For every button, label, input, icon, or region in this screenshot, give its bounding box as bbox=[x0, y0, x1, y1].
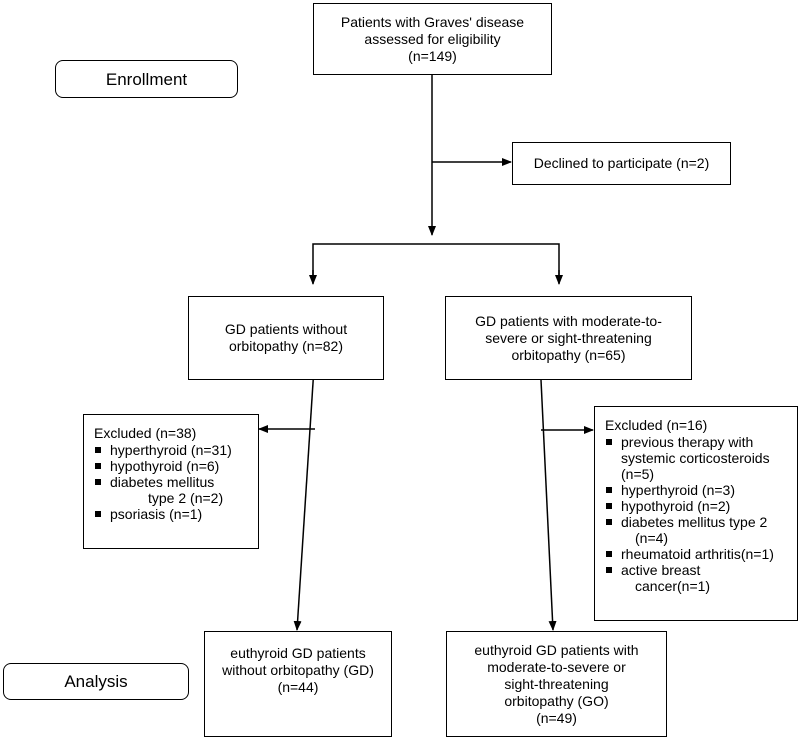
list-item-text: hyperthyroid (n=31) bbox=[110, 442, 232, 458]
analysis-stage-label: Analysis bbox=[3, 663, 189, 700]
analysis-gd-line: euthyroid GD patients bbox=[230, 645, 366, 661]
list-item-text: hypothyroid (n=6) bbox=[110, 458, 220, 474]
list-item: previous therapy with systemic corticost… bbox=[605, 434, 797, 482]
enrollment-label-text: Enrollment bbox=[105, 69, 188, 89]
list-item-text: diabetes mellitus bbox=[110, 474, 215, 490]
list-item: hyperthyroid (n=3) bbox=[605, 482, 797, 498]
list-item-text: cancer(n=1) bbox=[635, 578, 711, 594]
go-group-line: severe or sight-threatening bbox=[485, 329, 652, 346]
excluded-go-box: Excluded (n=16) previous therapy with sy… bbox=[594, 406, 798, 621]
list-item: psoriasis (n=1) bbox=[94, 506, 258, 522]
enrollment-stage-label: Enrollment bbox=[55, 60, 238, 98]
analysis-go-line: (n=49) bbox=[536, 709, 577, 726]
list-item-text: hyperthyroid (n=3) bbox=[621, 482, 736, 498]
list-item-text: (n=4) bbox=[635, 530, 669, 546]
excluded-go-list: previous therapy with systemic corticost… bbox=[605, 434, 797, 594]
excluded-gd-box: Excluded (n=38) hyperthyroid (n=31) hypo… bbox=[83, 414, 259, 549]
go-down-arrow bbox=[540, 379, 557, 631]
list-item-text: previous therapy with bbox=[621, 434, 754, 450]
analysis-gd-line: (n=44) bbox=[277, 679, 319, 695]
gd-down-arrow bbox=[293, 351, 316, 631]
list-item-text: type 2 (n=2) bbox=[148, 490, 224, 506]
list-item: hypothyroid (n=2) bbox=[605, 498, 797, 514]
analysis-go-line: sight-threatening bbox=[504, 675, 609, 692]
list-item-text: hypothyroid (n=2) bbox=[621, 498, 731, 514]
gd-group-line: orbitopathy (n=82) bbox=[228, 338, 344, 354]
analysis-go-line: moderate-to-severe or bbox=[487, 658, 626, 675]
analysis-label-text: Analysis bbox=[64, 672, 128, 691]
go-group-box: GD patients with moderate-to- severe or … bbox=[445, 296, 692, 380]
list-item-text: systemic corticosteroids bbox=[621, 450, 770, 466]
assessed-line: assessed for eligibility bbox=[364, 30, 501, 47]
list-item-text: (n=5) bbox=[621, 466, 655, 482]
analysis-go-line: euthyroid GD patients with bbox=[474, 641, 639, 658]
split-line bbox=[312, 243, 560, 283]
assessed-line: (n=149) bbox=[408, 47, 457, 64]
declined-box: Declined to participate (n=2) bbox=[512, 142, 731, 185]
excluded-go-header: Excluded (n=16) bbox=[605, 417, 708, 433]
list-item-text: diabetes mellitus type 2 bbox=[621, 514, 768, 530]
declined-text: Declined to participate (n=2) bbox=[533, 155, 710, 171]
assessed-line: Patients with Graves' disease bbox=[340, 13, 525, 30]
list-item: diabetes mellitus type 2 (n=4) bbox=[605, 514, 797, 546]
assessed-box: Patients with Graves' disease assessed f… bbox=[313, 3, 552, 75]
gd-group-line: GD patients without bbox=[224, 321, 348, 337]
list-item-text: rheumatoid arthritis(n=1) bbox=[621, 546, 774, 562]
list-item-text: active breast bbox=[621, 562, 701, 578]
list-item: hyperthyroid (n=31) bbox=[94, 442, 258, 458]
excluded-gd-list: hyperthyroid (n=31) hypothyroid (n=6) di… bbox=[94, 442, 258, 522]
analysis-go-box: euthyroid GD patients with moderate-to-s… bbox=[446, 631, 667, 737]
list-item: hypothyroid (n=6) bbox=[94, 458, 258, 474]
analysis-gd-line: without orbitopathy (GD) bbox=[222, 662, 374, 678]
go-group-line: orbitopathy (n=65) bbox=[511, 346, 626, 363]
list-item: rheumatoid arthritis(n=1) bbox=[605, 546, 797, 562]
excluded-gd-header: Excluded (n=38) bbox=[94, 425, 197, 441]
list-item: active breast cancer(n=1) bbox=[605, 562, 797, 594]
list-item: diabetes mellitus type 2 (n=2) bbox=[94, 474, 258, 506]
gd-group-box: GD patients without orbitopathy (n=82) bbox=[188, 296, 384, 380]
list-item-text: psoriasis (n=1) bbox=[110, 506, 203, 522]
analysis-go-line: orbitopathy (GO) bbox=[504, 692, 609, 709]
analysis-gd-box: euthyroid GD patients without orbitopath… bbox=[204, 631, 392, 737]
go-group-line: GD patients with moderate-to- bbox=[475, 312, 662, 329]
